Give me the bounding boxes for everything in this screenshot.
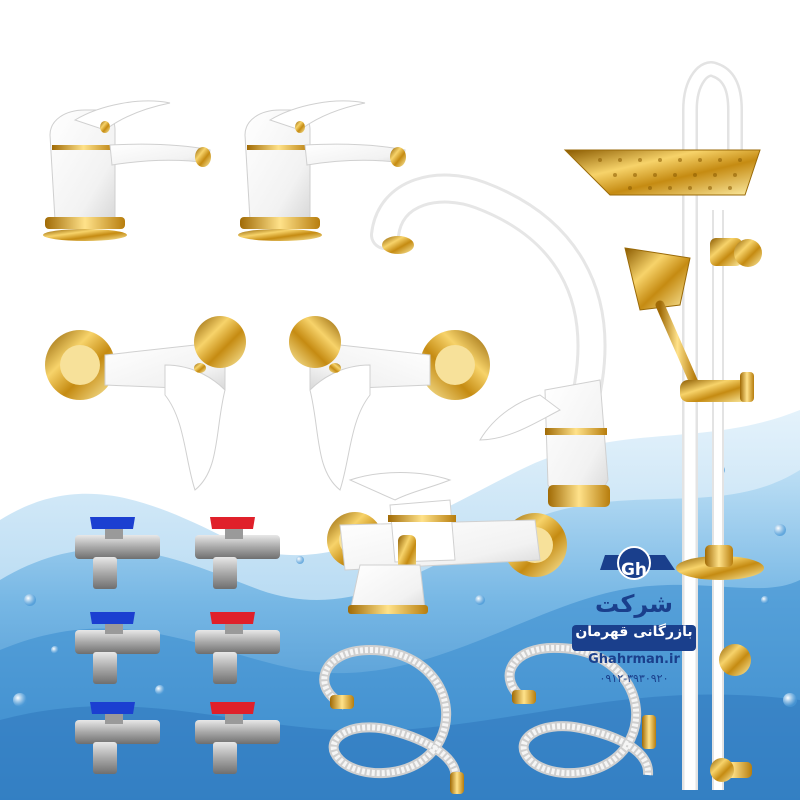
logo-phone: ۰۹۱۲-۳۹۳۰۹۲۰	[599, 672, 669, 685]
company-logo: Gh شرکت بازرگانی قهرمان Ghahrman.ir ۰۹۱۲…	[568, 548, 700, 698]
basin-faucet-icon	[238, 100, 406, 241]
angle-valve-blue-icon	[75, 702, 160, 774]
company-logo-badge	[572, 546, 696, 651]
angle-valve-blue-icon	[75, 517, 160, 589]
angle-valve-red-icon	[195, 517, 280, 589]
kitchen-faucet-icon	[370, 173, 610, 507]
logo-monogram: Gh	[620, 560, 648, 580]
wall-mixer-icon	[289, 316, 490, 491]
logo-website: Ghahrman.ir	[588, 652, 680, 667]
logo-company-name: بازرگانی قهرمان	[575, 624, 693, 640]
shower-column-icon	[563, 61, 764, 790]
angle-valve-red-icon	[195, 612, 280, 684]
angle-valve-red-icon	[195, 702, 280, 774]
wall-mixer-icon	[45, 316, 246, 491]
bath-mixer-icon	[327, 472, 567, 614]
logo-company-word: شرکت	[595, 590, 673, 618]
angle-valve-group	[75, 517, 280, 774]
shower-hose-icon	[504, 642, 656, 779]
shower-hose-icon	[319, 644, 464, 794]
angle-valve-blue-icon	[75, 612, 160, 684]
basin-faucet-icon	[43, 100, 211, 241]
